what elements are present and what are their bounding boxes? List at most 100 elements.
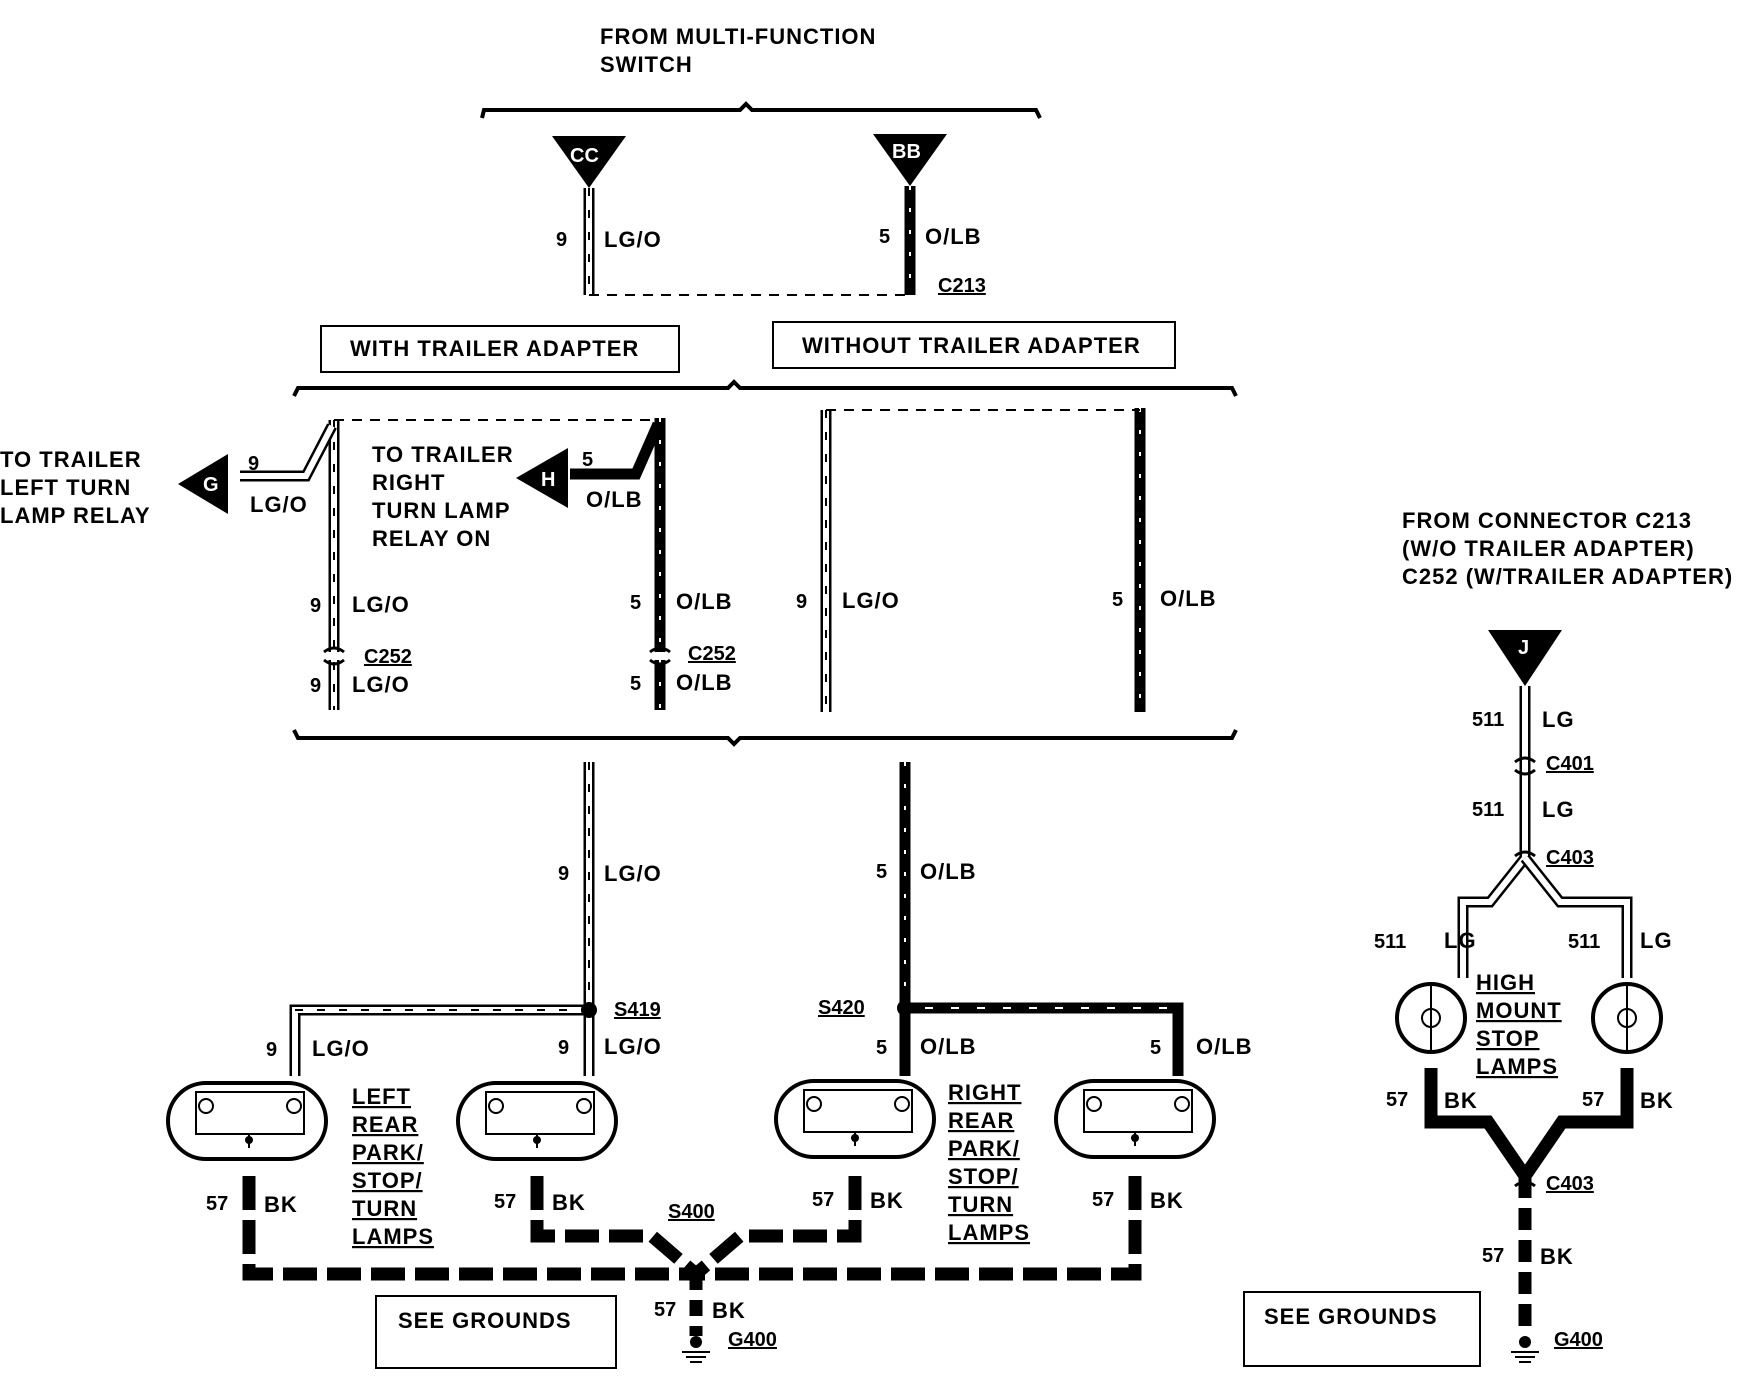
splice-s420: [897, 1000, 913, 1016]
s419-label: S419: [614, 999, 661, 1021]
c213-label: C213: [938, 275, 986, 297]
wire-color-label: BK: [1150, 1188, 1184, 1213]
wire-gauge-label: 511: [1568, 931, 1600, 953]
high-mount-line-2: MOUNT: [1476, 998, 1562, 1023]
wire-olb-with-trailer: [570, 418, 666, 710]
wire-gauge-label: 5: [876, 1037, 887, 1059]
c252-right-connector: [649, 646, 671, 666]
left-lamps-line-2: REAR: [352, 1112, 418, 1137]
wire-color-label: BK: [870, 1188, 904, 1213]
wire-gauge-label: 57: [494, 1191, 516, 1213]
wire-color-label: BK: [1540, 1244, 1574, 1269]
wire-color-label: LG/O: [842, 588, 900, 613]
trailer-left-line-1: TO TRAILER: [0, 447, 142, 472]
left-lamps-line-5: TURN: [352, 1196, 417, 1221]
wire-gauge-label: 5: [582, 449, 593, 471]
wire-color-label: LG/O: [312, 1036, 370, 1061]
s420-label: S420: [818, 997, 865, 1019]
c252-label: C252: [688, 643, 736, 665]
wire-color-label: BK: [712, 1298, 746, 1323]
from-connector-line-2: (W/O TRAILER ADAPTER): [1402, 536, 1695, 561]
splice-s400: [687, 1265, 705, 1283]
c403-label: C403: [1546, 847, 1594, 869]
without-trailer-box: [772, 321, 1176, 369]
svg-text:H: H: [541, 469, 555, 491]
header-line-1: FROM MULTI-FUNCTION: [600, 24, 876, 49]
wire-gauge-label: 9: [558, 1037, 569, 1059]
wire-color-label: O/LB: [676, 589, 733, 614]
c403-connector-top: [1514, 850, 1536, 858]
lamp-left-outer: [166, 1081, 328, 1161]
svg-text:J: J: [1518, 637, 1529, 659]
wire-gauge-label: 511: [1472, 709, 1504, 731]
connector-cc: CC: [552, 136, 626, 188]
wire-lg-high-mount: [1457, 686, 1633, 978]
wire-color-label: LG: [1640, 928, 1673, 953]
ground-g400-left: [682, 1336, 710, 1363]
ground-g400-right: [1511, 1336, 1539, 1363]
wire-gauge-label: 5: [630, 592, 641, 614]
left-lamps-line-6: LAMPS: [352, 1224, 434, 1249]
see-grounds-box-right: [1243, 1291, 1481, 1367]
trailer-left-line-3: LAMP RELAY: [0, 503, 151, 528]
high-mount-line-1: HIGH: [1476, 970, 1535, 995]
see-grounds-label: SEE GROUNDS: [1264, 1304, 1438, 1329]
with-trailer-box: [320, 325, 680, 373]
without-trailer-label: WITHOUT TRAILER ADAPTER: [802, 333, 1141, 358]
right-lamps-line-2: REAR: [948, 1108, 1014, 1133]
left-lamps-line-4: STOP/: [352, 1168, 423, 1193]
c401-label: C401: [1546, 753, 1594, 775]
left-lamps-line-1: LEFT: [352, 1084, 411, 1109]
wire-color-label: O/LB: [586, 487, 643, 512]
trailer-left-line-2: LEFT TURN: [0, 475, 131, 500]
left-lamps-line-3: PARK/: [352, 1140, 424, 1165]
wire-gauge-label: 57: [1482, 1245, 1504, 1267]
wire-color-label: LG/O: [604, 1034, 662, 1059]
high-mount-lamp-left: [1395, 982, 1467, 1054]
see-grounds-label: SEE GROUNDS: [398, 1308, 572, 1333]
high-mount-line-4: LAMPS: [1476, 1054, 1558, 1079]
svg-text:CC: CC: [570, 145, 599, 167]
lamp-right-outer: [1054, 1079, 1216, 1159]
wire-lgo-lower: [289, 762, 595, 1076]
connector-h: H: [516, 448, 568, 508]
right-lamps-line-5: TURN: [948, 1192, 1013, 1217]
wire-gauge-label: 9: [556, 229, 567, 251]
wire-color-label: O/LB: [920, 1034, 977, 1059]
wire-gauge-label: 9: [310, 675, 321, 697]
wire-olb-lower: [899, 762, 1184, 1076]
wire-gauge-label: 57: [812, 1189, 834, 1211]
svg-text:BB: BB: [892, 141, 921, 163]
wire-gauge-label: 9: [558, 863, 569, 885]
s400-label: S400: [668, 1201, 715, 1223]
wire-gauge-label: 9: [248, 453, 259, 475]
right-lamps-line-1: RIGHT: [948, 1080, 1021, 1105]
wire-gauge-label: 5: [876, 861, 887, 883]
c403-connector-bottom: [1514, 1180, 1536, 1188]
wire-color-label: LG/O: [352, 592, 410, 617]
wire-gauge-label: 57: [1092, 1189, 1114, 1211]
high-mount-line-3: STOP: [1476, 1026, 1540, 1051]
from-connector-line-3: C252 (W/TRAILER ADAPTER): [1402, 564, 1733, 589]
header-brace: [480, 101, 1042, 119]
section-brace-top: [292, 379, 1238, 397]
trailer-right-line-2: RIGHT: [372, 470, 445, 495]
wire-gauge-label: 9: [266, 1039, 277, 1061]
wire-gauge-label: 5: [1112, 589, 1123, 611]
from-connector-line-1: FROM CONNECTOR C213: [1402, 508, 1692, 533]
wire-color-label: LG/O: [604, 861, 662, 886]
wire-color-label: O/LB: [1160, 586, 1217, 611]
wire-color-label: LG/O: [352, 672, 410, 697]
c401-connector: [1514, 756, 1536, 776]
wire-color-label: BK: [1640, 1088, 1674, 1113]
svg-text:G: G: [203, 474, 219, 496]
wire-color-label: LG: [1542, 707, 1575, 732]
with-trailer-label: WITH TRAILER ADAPTER: [350, 336, 639, 361]
trailer-right-line-1: TO TRAILER: [372, 442, 514, 467]
wire-color-label: O/LB: [676, 670, 733, 695]
c252-label: C252: [364, 646, 412, 668]
splice-s419: [581, 1002, 597, 1018]
wire-color-label: BK: [1444, 1088, 1478, 1113]
connector-bb: BB: [873, 134, 947, 186]
